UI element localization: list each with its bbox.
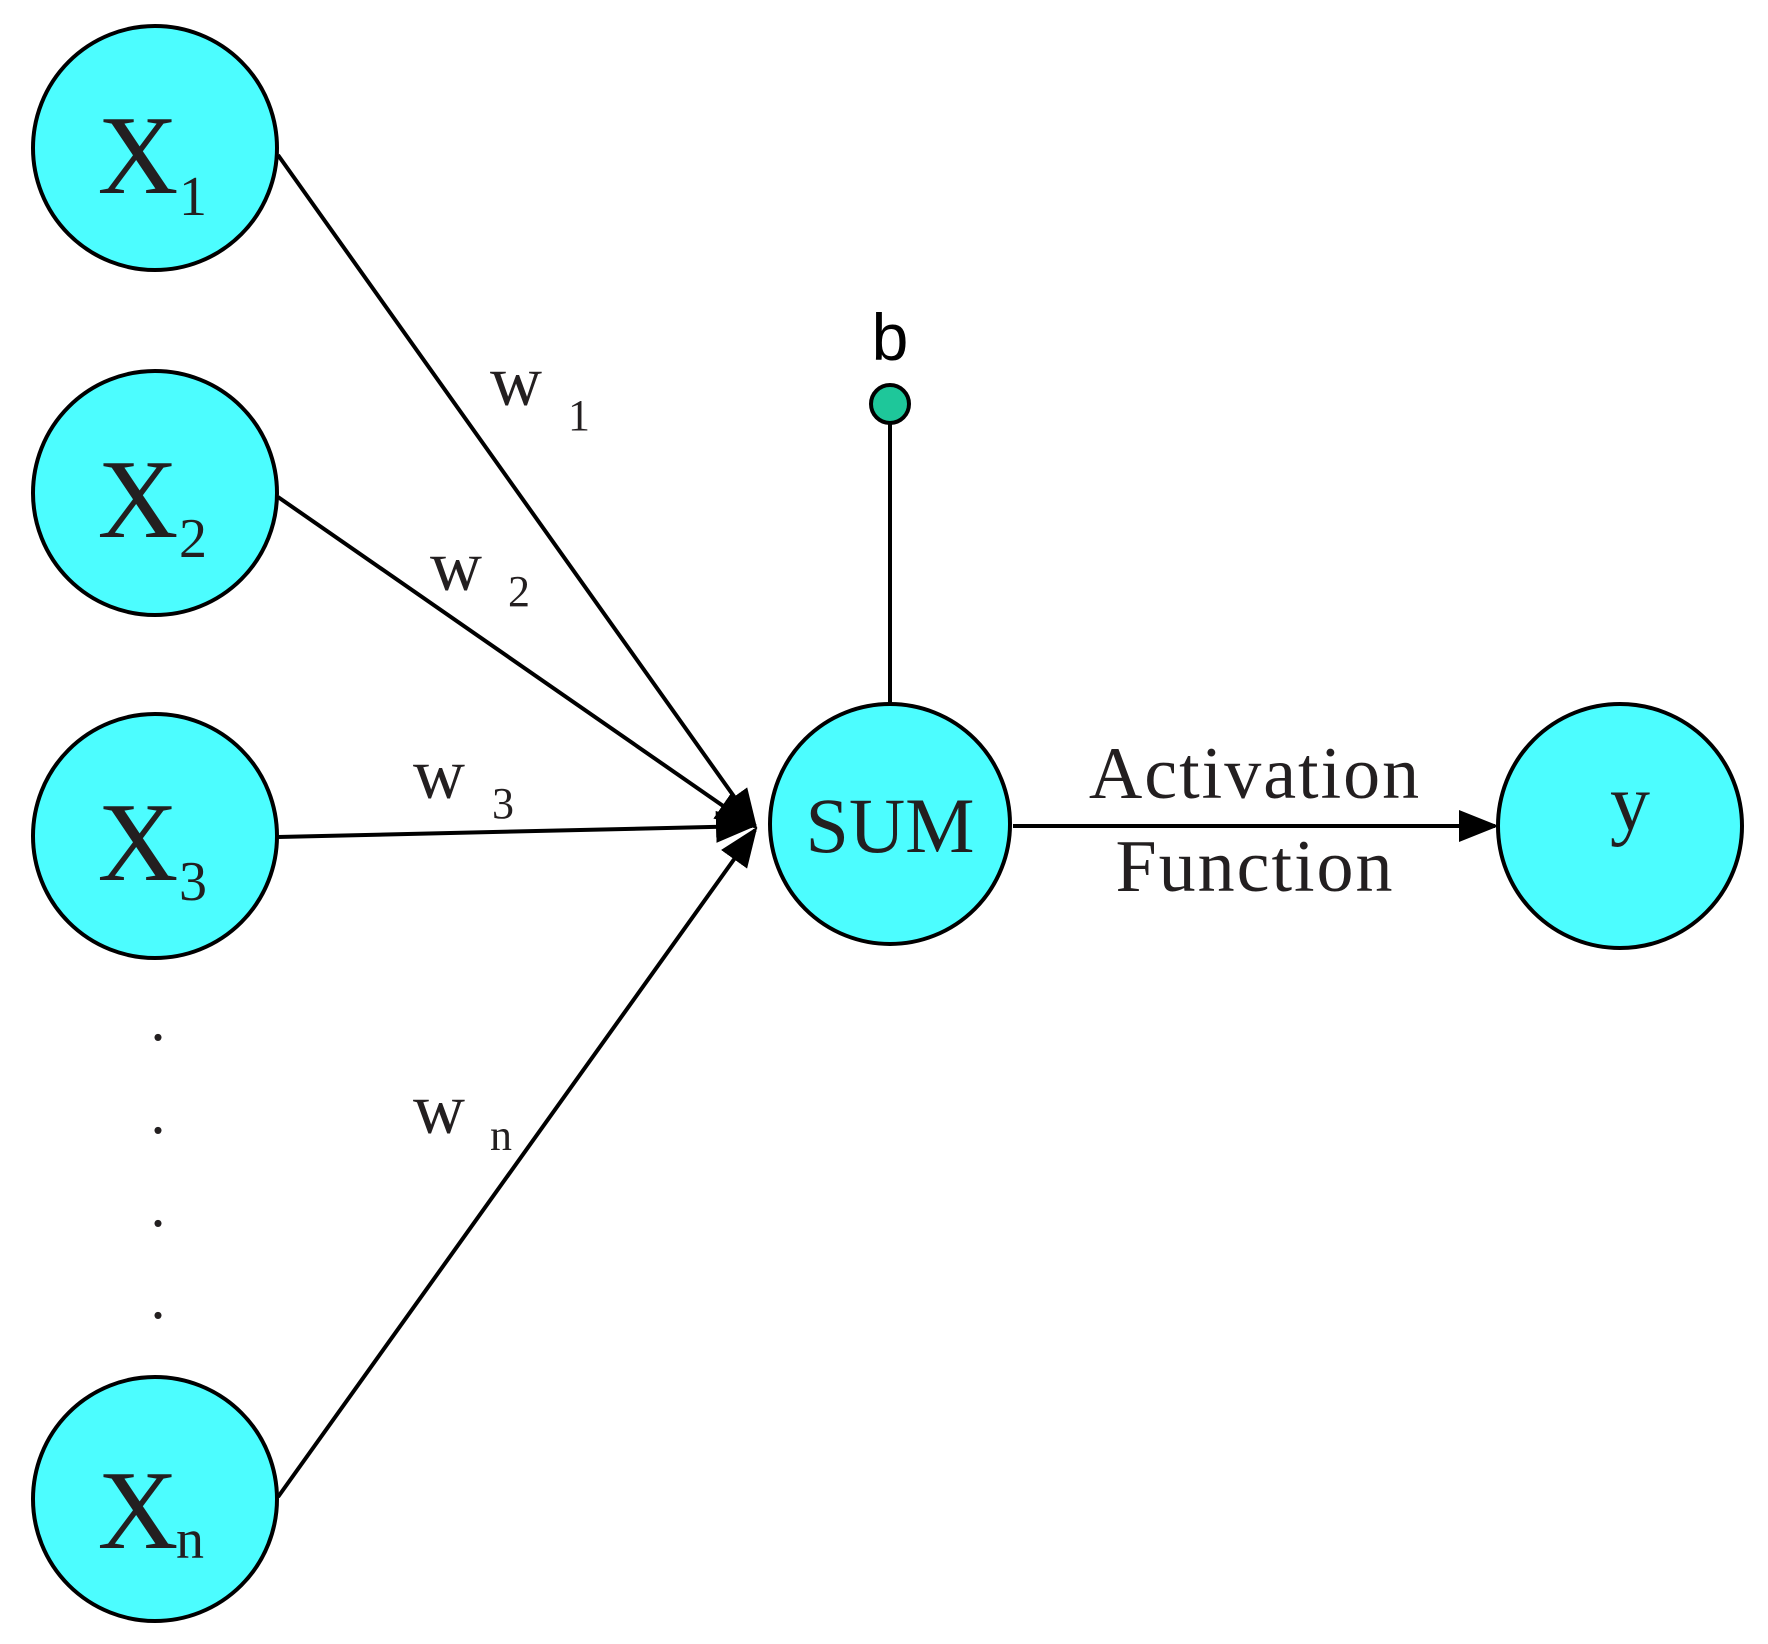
input-node-xn: Xn	[31, 1375, 279, 1623]
svg-text:Xn: Xn	[98, 1449, 204, 1573]
activation-label-line1: Activation	[1089, 733, 1421, 815]
input-node-x1: X1	[31, 24, 279, 272]
sum-node: SUM	[768, 702, 1012, 946]
vertical-ellipsis: . . . .	[151, 987, 166, 1331]
output-node: y	[1496, 702, 1744, 950]
bias-node: b	[869, 300, 911, 425]
svg-text:X2: X2	[98, 438, 207, 570]
weight-wn-subscript: n	[490, 1111, 512, 1160]
input-xn-label: X	[98, 1449, 179, 1573]
svg-text:X1: X1	[98, 94, 207, 228]
input-node-x3: X3	[31, 712, 279, 960]
input-x3-label: X	[98, 781, 179, 905]
input-node-x2: X2	[31, 369, 279, 617]
edge-xn-sum	[276, 826, 758, 1499]
weight-wn-label: w	[413, 1069, 465, 1149]
input-x2-subscript: 2	[179, 508, 207, 570]
ellipsis-dot: .	[151, 1173, 166, 1239]
edge-x3-sum	[277, 810, 756, 843]
weight-w1-subscript: 1	[568, 391, 590, 440]
weight-w2-label: w	[430, 526, 482, 606]
weight-w3-subscript: 3	[492, 779, 514, 828]
output-label: y	[1610, 760, 1650, 848]
ellipsis-dot: .	[151, 1265, 166, 1331]
activation-label-line2: Function	[1115, 826, 1394, 908]
bias-label: b	[872, 300, 909, 374]
ellipsis-dot: .	[151, 1080, 166, 1146]
edge-x2-sum	[276, 495, 756, 829]
input-xn-subscript: n	[176, 1509, 204, 1571]
input-x1-subscript: 1	[179, 166, 207, 228]
sum-label: SUM	[805, 782, 974, 869]
weight-w3-label: w	[413, 734, 465, 814]
weight-w1-label: w	[490, 341, 542, 421]
input-x2-label: X	[98, 438, 179, 562]
input-x3-subscript: 3	[179, 851, 207, 913]
input-x1-label: X	[98, 94, 179, 218]
svg-text:X3: X3	[98, 781, 207, 913]
edge-x1-sum	[276, 153, 758, 830]
ellipsis-dot: .	[151, 987, 166, 1053]
weight-w2-subscript: 2	[508, 567, 530, 616]
